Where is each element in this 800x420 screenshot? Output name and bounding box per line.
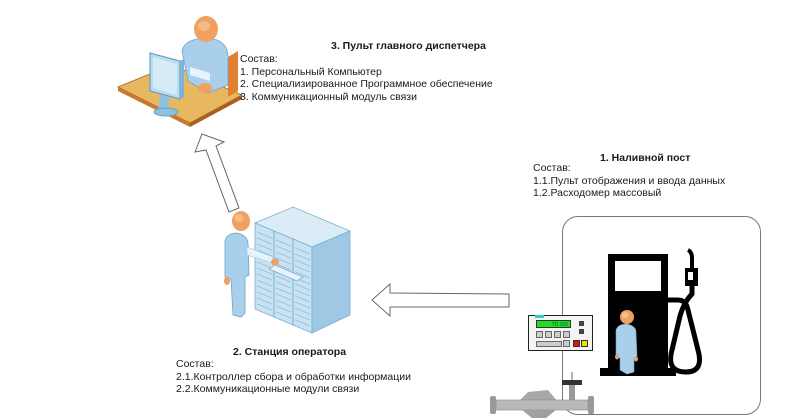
composition-label: Состав: xyxy=(533,162,571,174)
operator-person-icon xyxy=(224,211,279,318)
server-slot-line xyxy=(256,249,273,257)
server-slot-line xyxy=(275,299,292,307)
server-slot-line xyxy=(294,313,311,321)
terminal-key-down[interactable] xyxy=(579,329,584,334)
composition-label: Состав: xyxy=(176,358,214,370)
terminal-key[interactable] xyxy=(563,340,570,347)
server-slot-line xyxy=(294,319,311,327)
composition-item: 1.2.Расходомер массовый xyxy=(533,187,662,199)
dispatcher-title: 3. Пульт главного диспетчера xyxy=(331,40,486,52)
server-slot-line xyxy=(275,257,292,265)
server-slot-line xyxy=(256,303,273,311)
composition-label: Состав: xyxy=(240,53,278,65)
server-slot-line xyxy=(256,231,273,239)
dispatcher-person-icon xyxy=(181,16,229,94)
composition-item: 2. Специализированное Программное обеспе… xyxy=(240,78,493,90)
server-slot-line xyxy=(294,283,311,291)
server-slot-line xyxy=(275,239,292,247)
terminal-key[interactable] xyxy=(563,331,570,338)
terminal-indicator xyxy=(535,315,544,318)
server-slot-line xyxy=(294,301,311,309)
server-slot-line xyxy=(275,317,292,325)
operator-station-illustration xyxy=(224,206,352,334)
terminal-key-up[interactable] xyxy=(579,321,584,326)
operator-station-composition: Состав: 2.1.Контроллер сбора и обработки… xyxy=(176,358,411,396)
server-slot-line xyxy=(275,305,292,313)
server-slot-line xyxy=(256,297,273,305)
arrow-left-to-station xyxy=(371,282,510,318)
composition-item: 2.2.Коммуникационные модули связи xyxy=(176,383,360,395)
server-slot-line xyxy=(256,309,273,317)
server-slot-line xyxy=(256,261,273,269)
server-slot-line xyxy=(294,325,311,333)
server-slot-line xyxy=(256,279,273,287)
composition-item: 1. Персональный Компьютер xyxy=(240,65,382,78)
control-terminal: TD 200 xyxy=(528,315,593,351)
server-slot-line xyxy=(275,311,292,319)
server-slot-line xyxy=(256,243,273,251)
operator-station-title: 2. Станция оператора xyxy=(233,346,347,358)
composition-item: 2.1.Контроллер сбора и обработки информа… xyxy=(176,370,411,383)
filling-post-title: 1. Наливной пост xyxy=(600,152,691,164)
computer-monitor-icon xyxy=(149,52,184,117)
server-slot-line xyxy=(294,265,311,273)
server-slot-line xyxy=(256,273,273,281)
server-slot-line xyxy=(256,237,273,245)
terminal-start-button[interactable] xyxy=(581,340,588,347)
server-slot-line xyxy=(294,307,311,315)
composition-item: 1.1.Пульт отображения и ввода данных xyxy=(533,174,726,187)
server-slot-line xyxy=(294,271,311,279)
terminal-display-value: TD 200 xyxy=(551,322,568,328)
mass-flow-meter-icon xyxy=(490,372,594,418)
composition-item: 3. Коммуникационный модуль связи xyxy=(240,90,417,103)
terminal-key[interactable] xyxy=(554,331,561,338)
terminal-stop-button[interactable] xyxy=(573,340,580,347)
server-slot-line xyxy=(275,245,292,253)
dispatcher-workstation-illustration xyxy=(116,16,244,127)
server-rack-icon xyxy=(253,206,352,334)
server-slot-line xyxy=(275,281,292,289)
pump-operator-person-icon xyxy=(615,310,638,375)
terminal-key[interactable] xyxy=(536,331,543,338)
server-slot-line xyxy=(294,295,311,303)
server-slot-line xyxy=(275,275,292,283)
server-slot-line xyxy=(294,259,311,267)
server-slot-line xyxy=(275,293,292,301)
server-slot-line xyxy=(256,291,273,299)
terminal-wide-key[interactable] xyxy=(536,341,562,347)
dispatcher-composition: Состав: 1. Персональный Компьютер 2. Спе… xyxy=(240,53,493,103)
server-slot-line xyxy=(256,285,273,293)
server-slot-line xyxy=(294,253,311,261)
terminal-display: TD 200 xyxy=(536,320,571,328)
server-slot-line xyxy=(294,289,311,297)
server-slot-line xyxy=(275,287,292,295)
server-slot-line xyxy=(294,247,311,255)
terminal-key[interactable] xyxy=(545,331,552,338)
arrow-up-to-dispatcher xyxy=(194,133,240,213)
server-slot-line xyxy=(256,267,273,275)
server-slot-line xyxy=(275,263,292,271)
filling-post-composition: Состав: 1.1.Пульт отображения и ввода да… xyxy=(533,162,725,200)
server-slot-line xyxy=(275,251,292,259)
fuel-pump-icon xyxy=(600,248,702,376)
